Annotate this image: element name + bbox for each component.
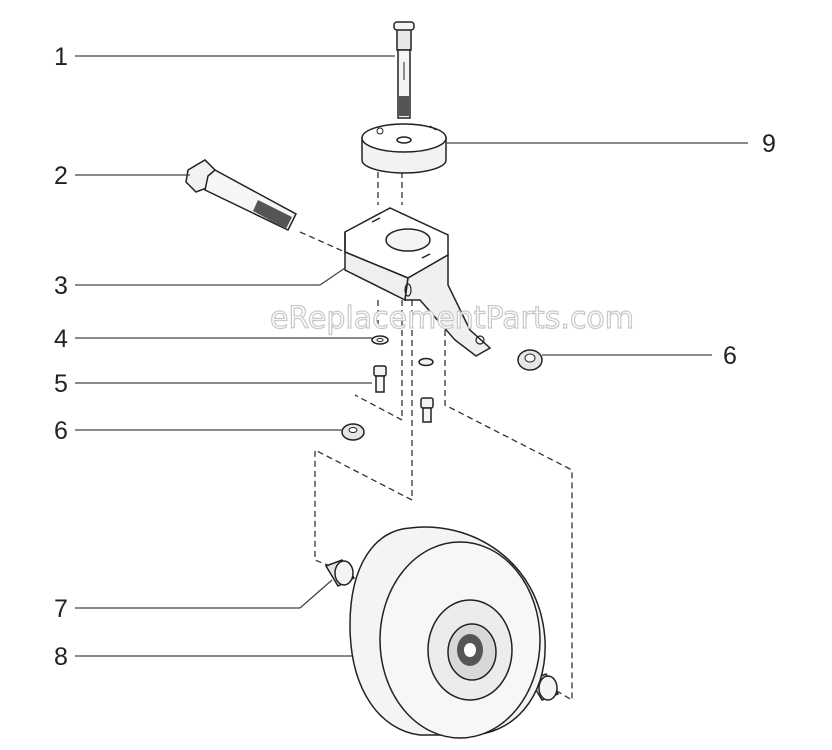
nut-right-part <box>517 349 543 371</box>
bushing-part <box>324 559 560 701</box>
callout-1: 1 <box>54 43 68 71</box>
mount-plate-part <box>361 123 447 174</box>
wheel-part <box>349 526 546 739</box>
callout-8: 8 <box>54 643 68 671</box>
hex-bolt-part <box>185 159 297 231</box>
callout-7: 7 <box>54 595 68 623</box>
screw-part <box>373 365 434 423</box>
callout-6-left: 6 <box>54 417 68 445</box>
shaft-bolt-part <box>393 21 415 119</box>
callout-9: 9 <box>762 130 776 158</box>
callout-4: 4 <box>54 325 68 353</box>
assembly-guides <box>299 152 573 702</box>
callout-6-right: 6 <box>723 342 737 370</box>
nut-left-part <box>341 423 365 441</box>
washer-part <box>371 335 434 367</box>
caster-fork-part <box>344 207 492 357</box>
callout-numbers: 1 2 3 4 5 6 6 7 8 9 <box>54 43 776 671</box>
watermark-text: eReplacementParts.com <box>270 301 634 336</box>
callout-5: 5 <box>54 370 68 398</box>
leader-lines <box>75 55 748 657</box>
callout-3: 3 <box>54 272 68 300</box>
callout-2: 2 <box>54 162 68 190</box>
